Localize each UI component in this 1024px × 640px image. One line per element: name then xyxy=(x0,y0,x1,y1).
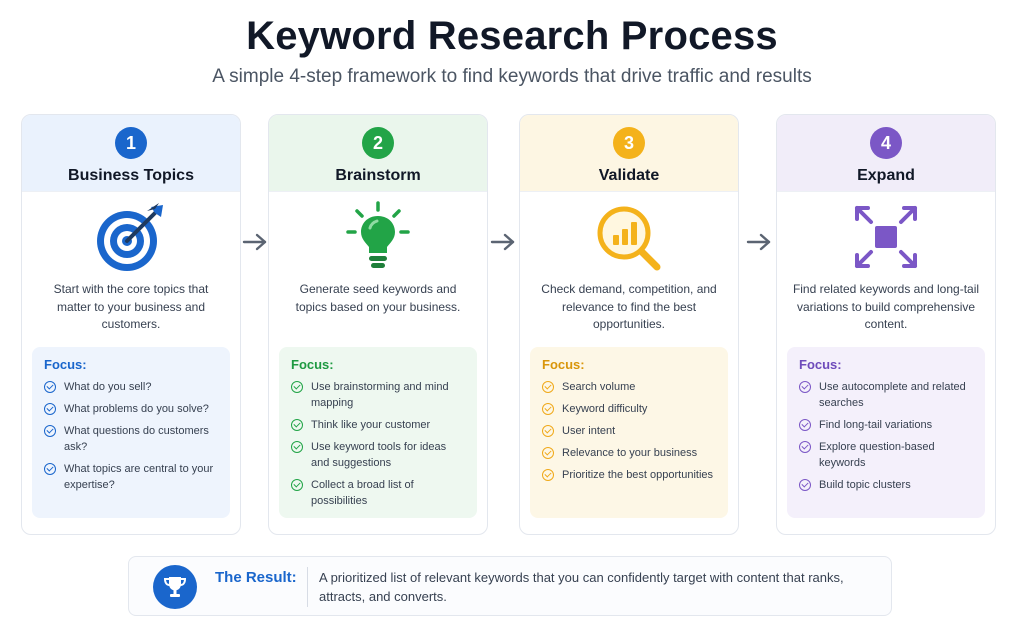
step-title: Business Topics xyxy=(68,167,194,184)
list-item: Keyword difficulty xyxy=(542,401,716,417)
step-number-badge: 3 xyxy=(613,127,645,159)
list-item: What problems do you solve? xyxy=(44,401,218,417)
check-circle-icon xyxy=(44,463,56,475)
check-circle-icon xyxy=(542,425,554,437)
magnifier-chart-icon xyxy=(591,199,667,275)
list-item: Use brainstorming and mind mapping xyxy=(291,379,465,411)
trophy-icon xyxy=(153,565,197,609)
step-header: 4 Expand xyxy=(777,115,995,192)
check-circle-icon xyxy=(44,403,56,415)
check-circle-icon xyxy=(291,441,303,453)
list-item: User intent xyxy=(542,423,716,439)
list-item: Build topic clusters xyxy=(799,477,973,493)
list-item: What questions do customers ask? xyxy=(44,423,218,455)
step-number-badge: 1 xyxy=(115,127,147,159)
result-label: The Result: xyxy=(215,569,297,586)
step-header: 2 Brainstorm xyxy=(269,115,487,192)
page-subtitle: A simple 4-step framework to find keywor… xyxy=(212,66,812,87)
check-circle-icon xyxy=(542,381,554,393)
target-icon xyxy=(93,199,169,275)
check-circle-icon xyxy=(799,441,811,453)
focus-label: Focus: xyxy=(44,357,87,372)
result-banner: The Result: A prioritized list of releva… xyxy=(128,556,892,616)
divider xyxy=(307,567,308,607)
list-item: Use keyword tools for ideas and suggesti… xyxy=(291,439,465,471)
step-description: Check demand, competition, and relevance… xyxy=(541,282,717,331)
check-circle-icon xyxy=(542,403,554,415)
step-description: Generate seed keywords and topics based … xyxy=(295,282,461,314)
check-circle-icon xyxy=(799,479,811,491)
check-circle-icon xyxy=(291,381,303,393)
expand-arrows-icon xyxy=(848,199,924,275)
step-header: 1 Business Topics xyxy=(22,115,240,192)
step-header: 3 Validate xyxy=(520,115,738,192)
result-text: A prioritized list of relevant keywords … xyxy=(319,570,844,604)
list-item: Relevance to your business xyxy=(542,445,716,461)
lightbulb-icon xyxy=(340,199,416,275)
list-item: Search volume xyxy=(542,379,716,395)
page-title: Keyword Research Process xyxy=(246,14,778,58)
check-circle-icon xyxy=(542,447,554,459)
focus-label: Focus: xyxy=(799,357,842,372)
list-item: Use autocomplete and related searches xyxy=(799,379,973,411)
check-circle-icon xyxy=(799,419,811,431)
step-card-business-topics: 1 Business Topics Start with the core to… xyxy=(21,114,241,535)
step-description: Start with the core topics that matter t… xyxy=(53,282,209,331)
focus-panel: Focus: What do you sell? What problems d… xyxy=(32,347,230,518)
step-title: Expand xyxy=(857,167,915,184)
check-circle-icon xyxy=(799,381,811,393)
focus-label: Focus: xyxy=(291,357,334,372)
focus-panel: Focus: Use autocomplete and related sear… xyxy=(787,347,985,518)
list-item: Think like your customer xyxy=(291,417,465,433)
step-description: Find related keywords and long-tail vari… xyxy=(792,282,980,331)
check-circle-icon xyxy=(44,381,56,393)
step-number-badge: 4 xyxy=(870,127,902,159)
arrow-right-icon xyxy=(242,233,267,251)
arrow-right-icon xyxy=(746,233,771,251)
arrow-right-icon xyxy=(490,233,515,251)
check-circle-icon xyxy=(291,479,303,491)
list-item: Explore question-based keywords xyxy=(799,439,973,471)
step-title: Validate xyxy=(598,167,660,184)
check-circle-icon xyxy=(542,469,554,481)
focus-panel: Focus: Use brainstorming and mind mappin… xyxy=(279,347,477,518)
focus-label: Focus: xyxy=(542,357,585,372)
check-circle-icon xyxy=(291,419,303,431)
step-card-brainstorm: 2 Brainstorm Generate seed keywords and … xyxy=(268,114,488,535)
step-card-validate: 3 Validate Check demand, competition, an… xyxy=(519,114,739,535)
list-item: What do you sell? xyxy=(44,379,218,395)
focus-panel: Focus: Search volume Keyword difficulty … xyxy=(530,347,728,518)
list-item: Find long-tail variations xyxy=(799,417,973,433)
list-item: Collect a broad list of possibilities xyxy=(291,477,465,509)
check-circle-icon xyxy=(44,425,56,437)
step-card-expand: 4 Expand Find related keywords and long-… xyxy=(776,114,996,535)
list-item: What topics are central to your expertis… xyxy=(44,461,218,493)
step-title: Brainstorm xyxy=(335,167,421,184)
list-item: Prioritize the best opportunities xyxy=(542,467,716,483)
step-number-badge: 2 xyxy=(362,127,394,159)
